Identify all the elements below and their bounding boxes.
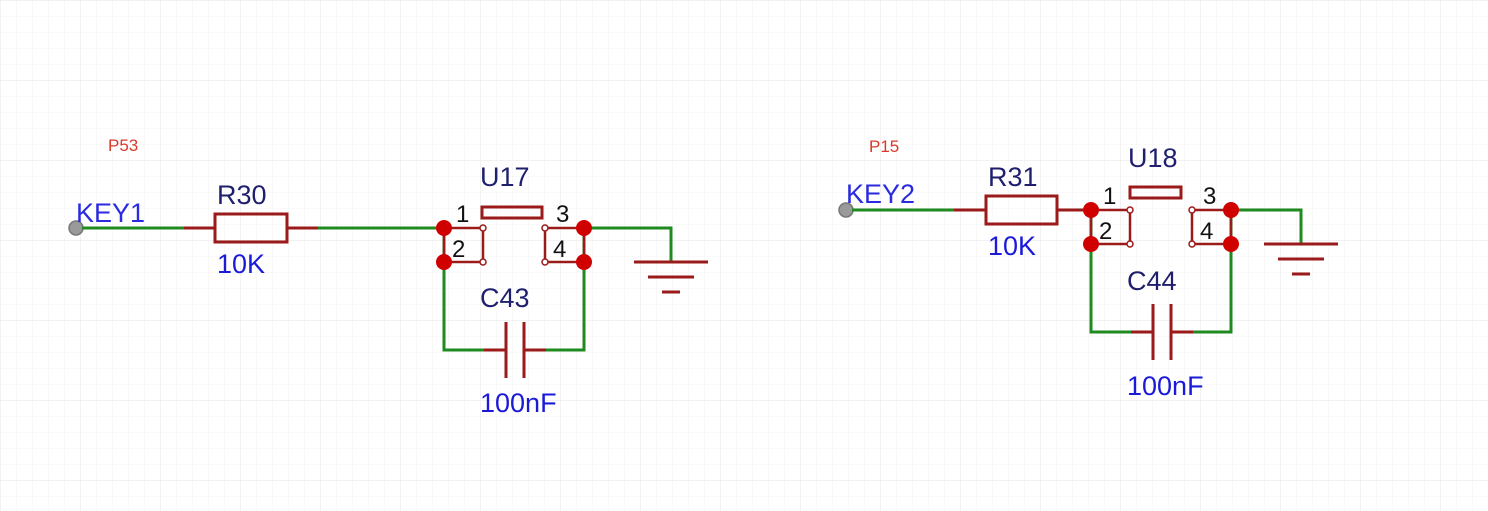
switch-u17-pin-2: 2 [452, 236, 465, 263]
net-label-key2[interactable]: KEY2 [846, 179, 915, 209]
net-tag-p15: P15 [869, 137, 899, 156]
junction-dot [1083, 236, 1099, 252]
switch-u18-pin-4: 4 [1200, 218, 1213, 245]
capacitor-c44[interactable] [1131, 304, 1193, 360]
resistor-r31[interactable] [954, 194, 1088, 226]
resistor-r30-ref: R30 [217, 180, 267, 210]
junction-dot [576, 254, 592, 270]
capacitor-c44-value: 100nF [1127, 371, 1204, 401]
junction-dot [436, 220, 452, 236]
capacitor-c43-ref: C43 [480, 283, 530, 313]
net-tag-p53: P53 [108, 136, 138, 155]
switch-u18-ref: U18 [1128, 143, 1178, 173]
net-label-key1[interactable]: KEY1 [76, 198, 145, 228]
switch-u17-ref: U17 [480, 162, 530, 192]
resistor-r31-ref: R31 [988, 162, 1038, 192]
junction-dot [1223, 236, 1239, 252]
switch-u18-pin-3: 3 [1203, 183, 1216, 210]
switch-u17-pin-4: 4 [553, 236, 566, 263]
switch-u17-pin-3: 3 [556, 201, 569, 228]
resistor-r31-value: 10K [988, 231, 1036, 261]
circuit-key2: P15 KEY2 R31 10K U18 1 2 3 4 [838, 137, 1338, 401]
ground-symbol-1[interactable] [634, 260, 708, 294]
wire-u17-to-gnd[interactable] [584, 226, 673, 262]
junction-dot [1083, 202, 1099, 218]
switch-u17[interactable] [442, 205, 586, 266]
switch-u18-pin-2: 2 [1099, 218, 1112, 245]
switch-u17-pin-1: 1 [456, 201, 469, 228]
resistor-r30[interactable] [184, 212, 318, 244]
switch-u18[interactable] [1089, 185, 1233, 248]
junction-dot [576, 220, 592, 236]
junction-dot [436, 254, 452, 270]
capacitor-c44-ref: C44 [1127, 266, 1177, 296]
capacitor-c43-value: 100nF [480, 388, 557, 418]
switch-u18-pin-1: 1 [1103, 183, 1116, 210]
circuit-key1: P53 KEY1 R30 10K U17 1 2 3 4 [68, 136, 708, 418]
capacitor-c43[interactable] [484, 322, 546, 378]
junction-dot [1223, 202, 1239, 218]
ground-symbol-2[interactable] [1264, 242, 1338, 276]
wire-u18-to-gnd[interactable] [1231, 208, 1303, 244]
resistor-r30-value: 10K [217, 249, 265, 279]
